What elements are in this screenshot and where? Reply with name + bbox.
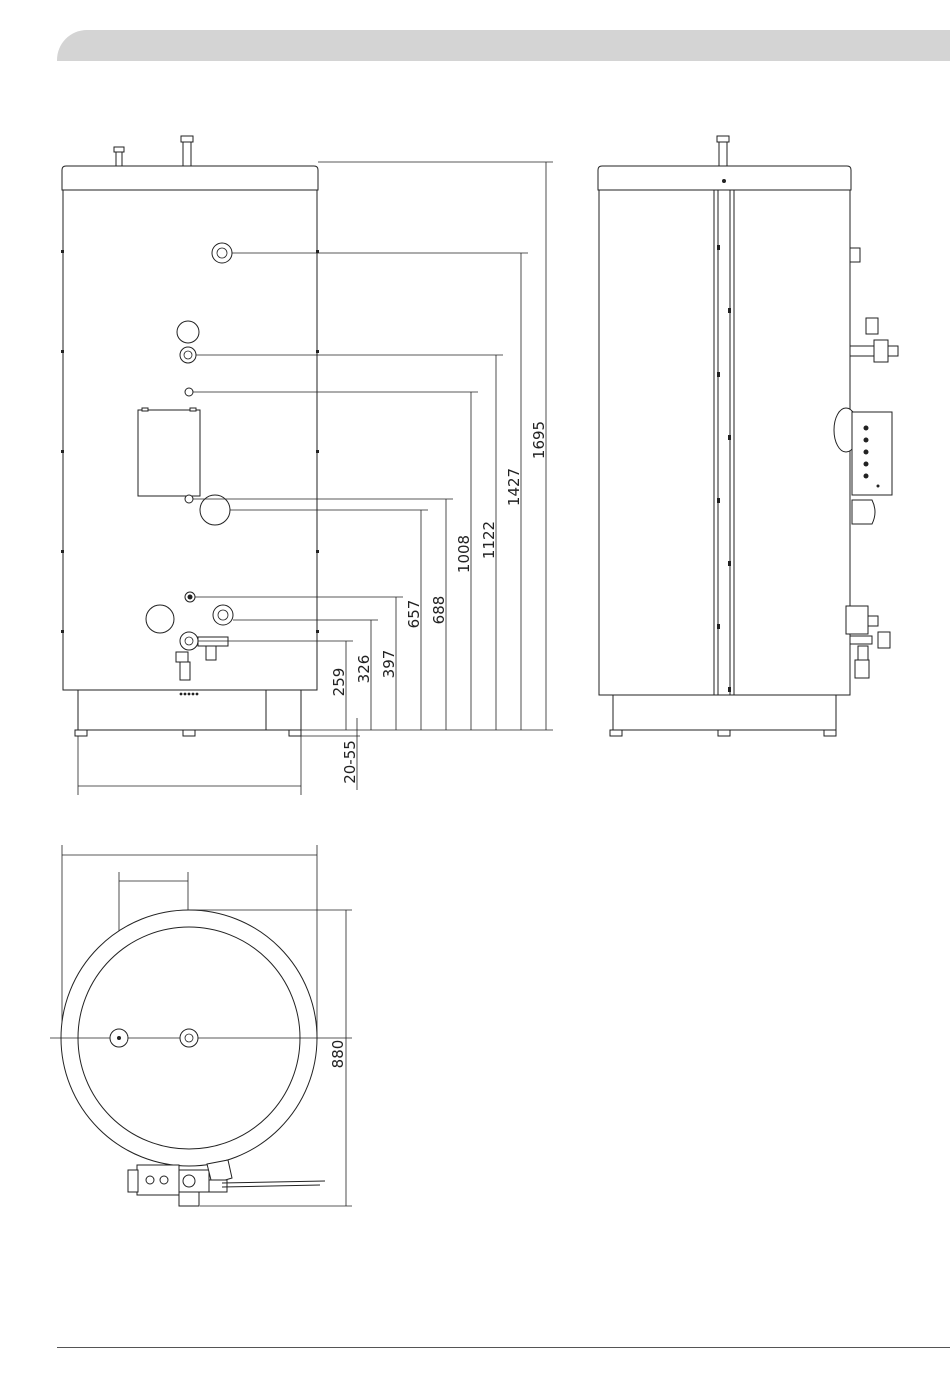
connection-1427 [212,243,232,263]
foot [183,730,195,736]
footer-rule [57,1347,950,1348]
side-valve-cap [866,318,878,334]
side-base [613,695,836,730]
connection-cap [177,321,199,343]
front-top-pipe [183,140,191,166]
side-lid [598,166,851,190]
connection-259 [180,632,198,650]
front-dimension-labels: 1695 1427 1122 1008 688 657 397 326 259 … [330,421,548,784]
foot [824,730,836,736]
side-connection-1122 [850,346,874,356]
immersion-heater-boss [146,605,174,633]
dim-1427: 1427 [505,468,523,506]
front-lid [62,166,318,190]
side-drain-valve [878,632,890,648]
sensor-pocket-1008 [185,388,193,396]
front-base [78,690,301,730]
top-connection-pipe [180,1029,198,1047]
sensor-pocket-688 [185,495,193,503]
front-view [61,136,319,736]
side-control-box [852,412,892,495]
side-cylinder-body [599,190,850,695]
connection-326 [213,605,233,625]
dim-397: 397 [380,650,398,679]
drain-valve-body [198,637,228,646]
foot [75,730,87,736]
side-immersion-boss [846,606,868,634]
side-view [598,136,898,736]
foot [289,730,301,736]
dim-688: 688 [430,596,448,625]
top-control-box [137,1165,179,1195]
dim-259: 259 [330,668,348,697]
side-connection-657 [852,500,875,524]
side-connection-1427 [850,248,860,262]
side-drain-outlet [855,660,869,678]
dim-1695: 1695 [530,421,548,459]
foot [610,730,622,736]
drain-valve-outlet [180,662,190,680]
connection-1122 [180,347,196,363]
foot [718,730,730,736]
dim-1008: 1008 [455,535,473,573]
side-top-pipe [719,140,727,166]
dim-657: 657 [405,600,423,629]
dim-20-55: 20-55 [341,740,359,784]
connection-657 [200,495,230,525]
dim-326: 326 [355,655,373,684]
top-cable [222,1181,325,1183]
front-control-box [138,410,200,496]
top-view: 880 [50,845,352,1206]
dim-880: 880 [329,1040,347,1069]
dim-1122: 1122 [480,521,498,559]
